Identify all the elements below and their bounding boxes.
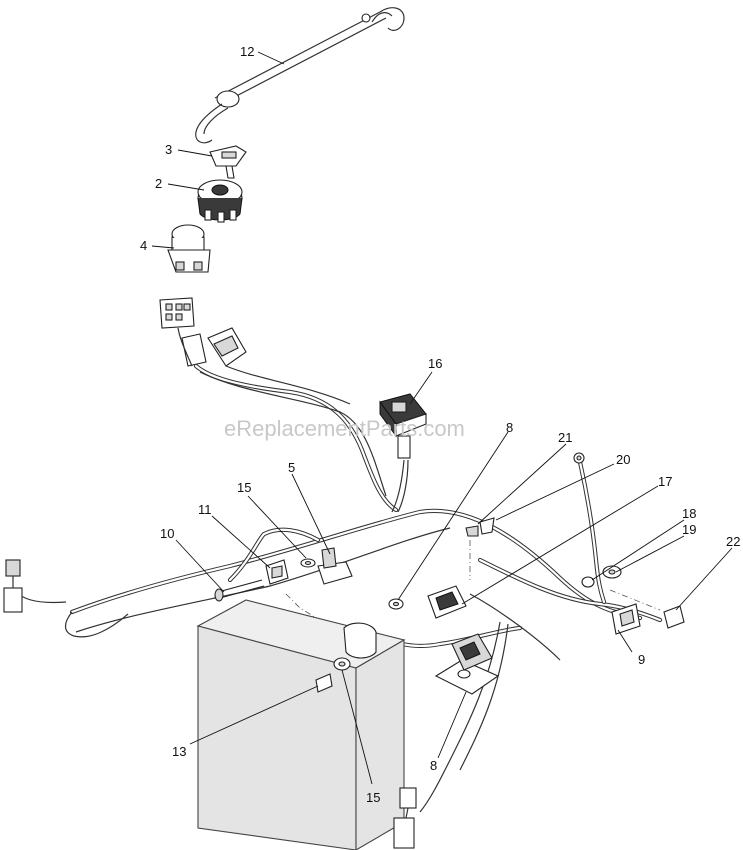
leader-15a bbox=[247, 495, 307, 559]
callout-3: 3 bbox=[165, 142, 172, 157]
callout-19: 19 bbox=[682, 522, 696, 537]
leader-5 bbox=[291, 473, 331, 555]
part-22-bolt bbox=[663, 605, 685, 629]
part-20-ring-terminal bbox=[573, 452, 585, 464]
harness-left-connector bbox=[3, 559, 23, 613]
leader-13 bbox=[189, 685, 319, 745]
leader-18 bbox=[591, 519, 685, 581]
leader-9 bbox=[617, 629, 633, 653]
part-8-solenoid bbox=[434, 633, 500, 695]
callout-18: 18 bbox=[682, 506, 696, 521]
leader-12 bbox=[257, 51, 285, 65]
part-16-relay-block bbox=[379, 393, 427, 459]
harness-upper-connectors bbox=[159, 297, 247, 367]
callout-12: 12 bbox=[240, 44, 254, 59]
part-10-bolt bbox=[214, 579, 265, 602]
callout-numbers: 12 3 2 4 16 8 21 20 5 15 11 17 18 19 10 … bbox=[140, 44, 740, 805]
leader-22 bbox=[675, 547, 733, 611]
part-15-washer-lower bbox=[333, 657, 351, 671]
part-3-key bbox=[209, 145, 247, 179]
part-17-connector bbox=[427, 585, 467, 619]
part-19-washer bbox=[602, 565, 622, 579]
part-11-clamp bbox=[265, 559, 289, 585]
part-2-ignition-switch bbox=[197, 179, 243, 223]
callout-10: 10 bbox=[160, 526, 174, 541]
callout-5: 5 bbox=[288, 460, 295, 475]
part-13-bolt bbox=[315, 673, 333, 693]
leader-16 bbox=[409, 371, 433, 405]
callout-15-upper: 15 bbox=[237, 480, 251, 495]
part-5-bracket bbox=[317, 547, 353, 585]
leader-2 bbox=[167, 183, 205, 191]
callout-20: 20 bbox=[616, 452, 630, 467]
leader-3 bbox=[177, 149, 213, 157]
callout-15-lower: 15 bbox=[366, 790, 380, 805]
leader-10 bbox=[175, 539, 225, 593]
part-12-strap bbox=[195, 7, 405, 144]
part-8-washer-upper bbox=[388, 598, 404, 610]
leader-15b bbox=[341, 669, 373, 785]
leader-11 bbox=[211, 515, 271, 569]
leader-20 bbox=[495, 463, 615, 521]
callout-21: 21 bbox=[558, 430, 572, 445]
leader-17 bbox=[461, 485, 659, 605]
callout-22: 22 bbox=[726, 534, 740, 549]
harness-bottom-connector bbox=[393, 787, 417, 849]
leader-8b bbox=[437, 691, 467, 759]
callout-17: 17 bbox=[658, 474, 672, 489]
callout-2: 2 bbox=[155, 176, 162, 191]
watermark-text: eReplacementParts.com bbox=[224, 416, 465, 441]
callout-13: 13 bbox=[172, 744, 186, 759]
leader-lines bbox=[151, 51, 733, 785]
callout-4: 4 bbox=[140, 238, 147, 253]
part-9-connector bbox=[609, 589, 661, 635]
callout-11: 11 bbox=[198, 502, 212, 517]
battery bbox=[196, 599, 406, 850]
part-15-washer-upper bbox=[300, 558, 316, 568]
part-18-nut bbox=[581, 576, 595, 588]
leader-21 bbox=[477, 443, 567, 525]
part-21-bolt bbox=[465, 517, 495, 580]
callout-8-lower: 8 bbox=[430, 758, 437, 773]
callout-8-upper: 8 bbox=[506, 420, 513, 435]
callout-16: 16 bbox=[428, 356, 442, 371]
leader-19 bbox=[615, 535, 685, 573]
leader-4 bbox=[151, 245, 175, 249]
callout-9: 9 bbox=[638, 652, 645, 667]
leader-8a bbox=[397, 431, 509, 601]
part-4-push-switch bbox=[167, 224, 211, 273]
